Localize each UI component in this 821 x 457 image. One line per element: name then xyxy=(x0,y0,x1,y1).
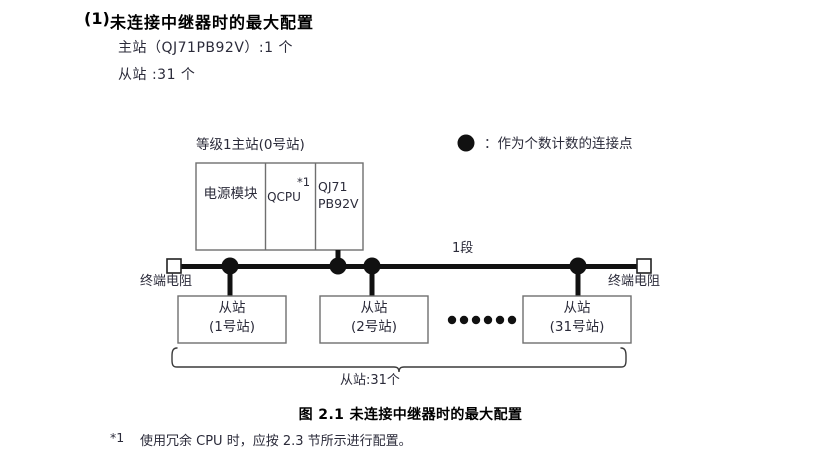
connection-point-dot-slave-2 xyxy=(363,257,381,275)
slave-2-name: 从站 xyxy=(360,300,388,316)
terminator-right-label: 终端电阻 xyxy=(608,274,661,289)
figure-caption: 图 2.1 未连接中继器时的最大配置 xyxy=(298,407,523,423)
slave-31-name: 从站 xyxy=(563,300,591,316)
connection-point-dot-master xyxy=(329,257,347,275)
module-cpu-label: QCPU xyxy=(267,190,301,204)
cpu-footnote-mark: *1 xyxy=(297,175,311,189)
section-number: (1) xyxy=(84,9,110,28)
slave-1-name: 从站 xyxy=(218,300,246,316)
slave-1-station: (1号站) xyxy=(208,319,256,335)
terminator-left-label: 终端电阻 xyxy=(140,274,193,289)
terminator-left-symbol xyxy=(166,258,182,274)
master-group-label: 等级1主站(0号站) xyxy=(196,137,305,153)
legend-label: ：作为个数计数的连接点 xyxy=(484,136,633,153)
module-network-label-line1: QJ71 xyxy=(318,179,348,194)
spec-slave-count: 从站 :31 个 xyxy=(118,67,196,83)
legend-dot-icon xyxy=(457,134,475,152)
module-network-label-line2: PB92V xyxy=(318,196,359,211)
slave-total-label: 从站:31个 xyxy=(340,373,400,388)
connection-point-dot-slave-1 xyxy=(221,257,239,275)
slave-count-brace xyxy=(171,347,627,373)
module-power-supply-label: 电源模块 xyxy=(203,186,258,202)
footnote-mark: *1 xyxy=(110,430,125,445)
legend-separator: ： xyxy=(484,136,498,152)
segment-label: 1段 xyxy=(452,241,474,256)
legend-description: 作为个数计数的连接点 xyxy=(497,136,633,152)
page-title: 未连接中继器时的最大配置 xyxy=(110,13,315,32)
ellipsis-dots xyxy=(447,315,517,325)
slave-31-station: (31号站) xyxy=(549,319,605,335)
terminator-right-symbol xyxy=(636,258,652,274)
slave-2-station: (2号站) xyxy=(350,319,398,335)
spec-master-count: 主站（QJ71PB92V）:1 个 xyxy=(118,40,293,56)
connection-point-dot-slave-31 xyxy=(569,257,587,275)
footnote-text: 使用冗余 CPU 时，应按 2.3 节所示进行配置。 xyxy=(140,434,412,449)
